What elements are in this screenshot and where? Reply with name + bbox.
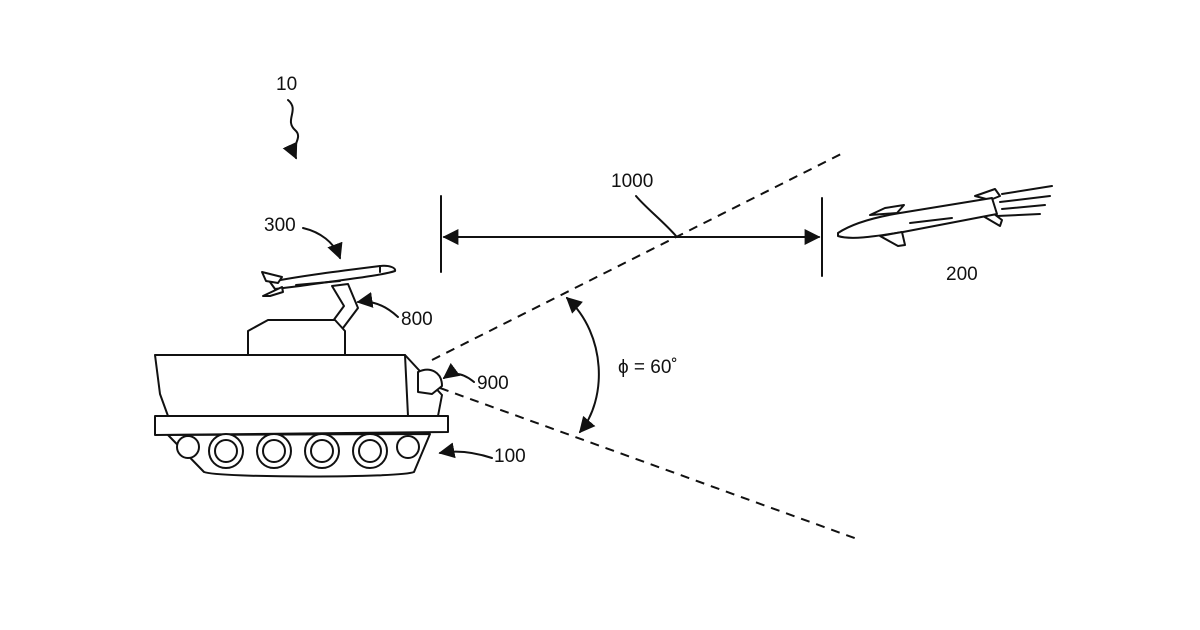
- label-range: 1000: [611, 171, 653, 192]
- label-interceptor: 300: [264, 215, 296, 236]
- leader-sensor: [444, 374, 474, 382]
- vehicle: [155, 320, 448, 477]
- leader-vehicle: [440, 452, 492, 458]
- label-system: 10: [276, 74, 297, 95]
- leader-launcher-arm: [358, 302, 398, 317]
- interceptor-missile: [262, 266, 395, 296]
- angle-arc: [567, 298, 599, 432]
- label-sensor: 900: [477, 373, 509, 394]
- leader-system: [288, 100, 298, 158]
- label-vehicle: 100: [494, 446, 526, 467]
- leader-interceptor: [303, 228, 340, 258]
- label-launcher-arm: 800: [401, 309, 433, 330]
- label-incoming-missile: 200: [946, 264, 978, 285]
- incoming-missile: [838, 186, 1052, 246]
- leader-range: [636, 196, 676, 236]
- label-angle: ϕ = 60˚: [618, 357, 678, 378]
